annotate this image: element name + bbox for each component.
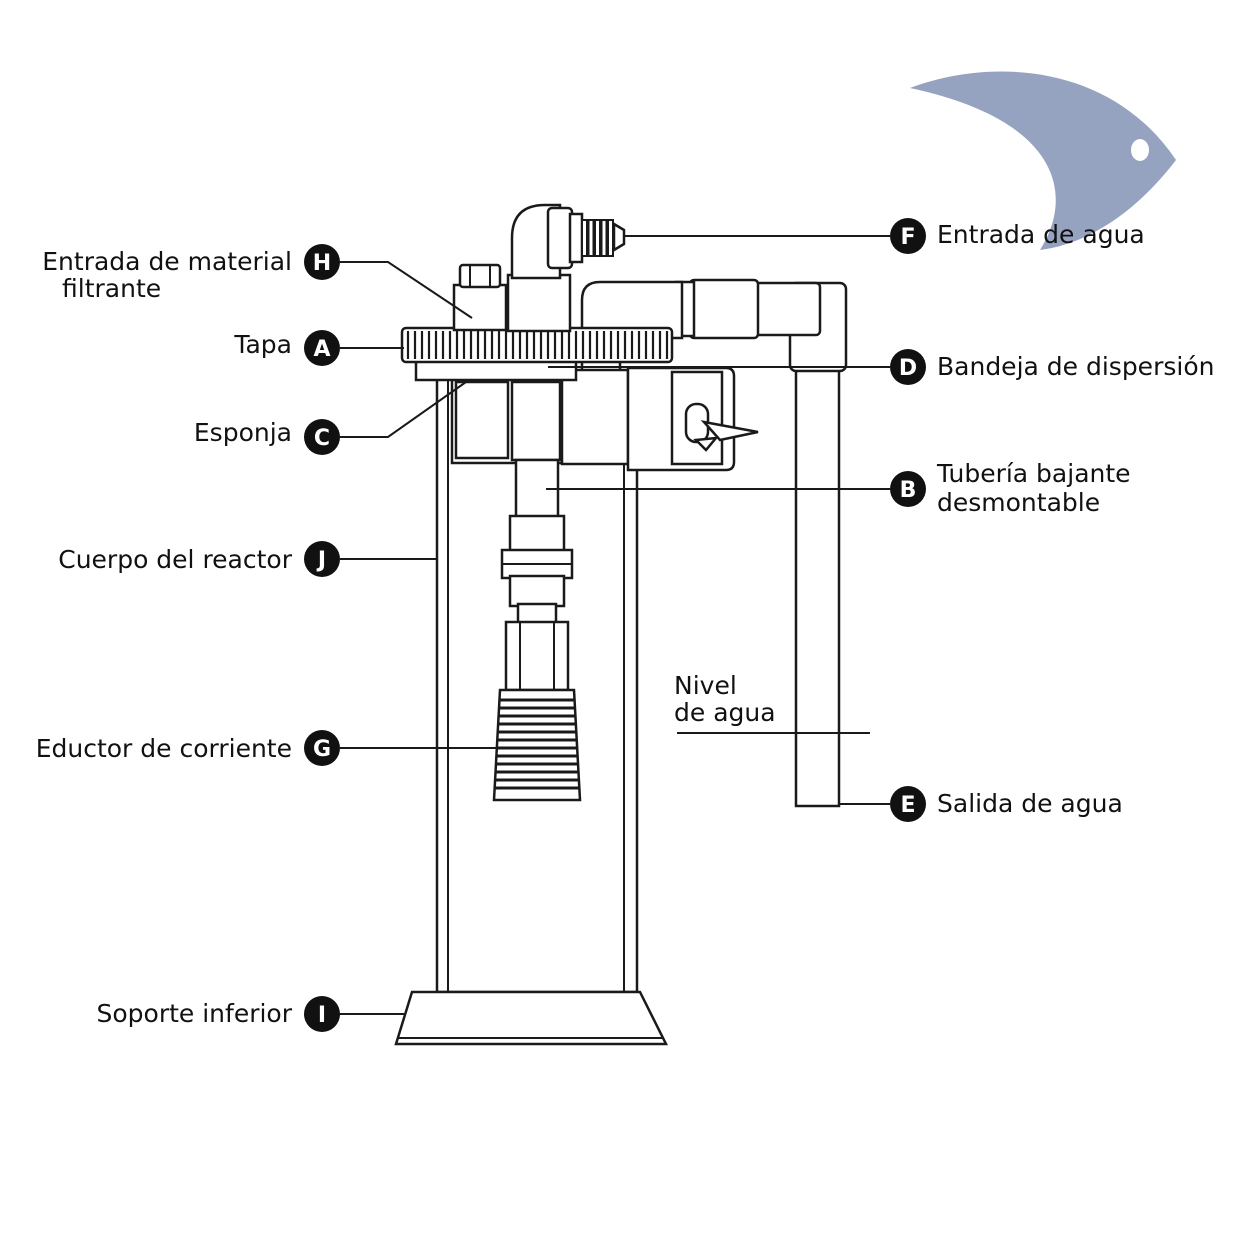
dispersion-housing [450,366,759,472]
badge-f [890,218,926,254]
badge-h-letter: H [313,251,331,276]
callout-lid: A Tapa [233,330,404,366]
water-level-marker: Nivel de agua [674,671,870,734]
badge-h [304,244,340,280]
callout-bottom-support: I Soporte inferior [96,996,404,1032]
badge-g-letter: G [313,737,331,762]
badge-a-letter: A [313,337,330,362]
callout-dispersion-tray: D Bandeja de dispersión [548,349,1214,385]
label-eductor: Eductor de corriente [36,734,292,763]
badge-j [304,541,340,577]
callout-sponge: C Esponja [194,381,467,455]
callout-downpipe: B Tubería bajante desmontable [546,459,1131,517]
reactor-illustration [394,203,848,1046]
badge-e-letter: E [900,793,915,818]
water-inlet-elbow [506,203,626,333]
label-bottom-support: Soporte inferior [96,999,292,1028]
callout-material-inlet: H Entrada de material filtrante [42,244,473,319]
lid [400,326,674,382]
material-inlet-cap [452,263,508,332]
label-material-inlet-line2: filtrante [62,274,161,303]
badge-b [890,471,926,507]
badge-j-letter: J [316,548,326,573]
badge-e [890,786,926,822]
badge-i [304,996,340,1032]
label-water-outlet: Salida de agua [937,789,1123,818]
label-dispersion-tray: Bandeja de dispersión [937,352,1214,381]
badge-d-letter: D [899,356,917,381]
callout-water-inlet: F Entrada de agua [624,218,1145,254]
callout-eductor: G Eductor de corriente [36,730,497,766]
callout-water-outlet: E Salida de agua [838,786,1123,822]
badge-i-letter: I [318,1003,326,1028]
bottom-support [394,990,669,1046]
current-eductor [492,620,582,802]
badge-c [304,419,340,455]
badge-c-letter: C [314,426,330,451]
badge-g [304,730,340,766]
label-water-inlet: Entrada de agua [937,220,1145,249]
label-material-inlet-line1: Entrada de material [42,247,292,276]
label-downpipe-line2: desmontable [937,488,1100,517]
water-level-label-line1: Nivel [674,671,737,700]
water-level-label-line2: de agua [674,698,776,727]
badge-f-letter: F [900,225,915,250]
fish-logo-icon [910,71,1176,250]
badge-d [890,349,926,385]
label-lid: Tapa [233,330,292,359]
label-sponge: Esponja [194,418,292,447]
badge-b-letter: B [900,478,917,503]
label-reactor-body: Cuerpo del reactor [58,545,292,574]
callout-reactor-body: J Cuerpo del reactor [58,541,437,577]
badge-a [304,330,340,366]
label-downpipe-line1: Tubería bajante [936,459,1131,488]
